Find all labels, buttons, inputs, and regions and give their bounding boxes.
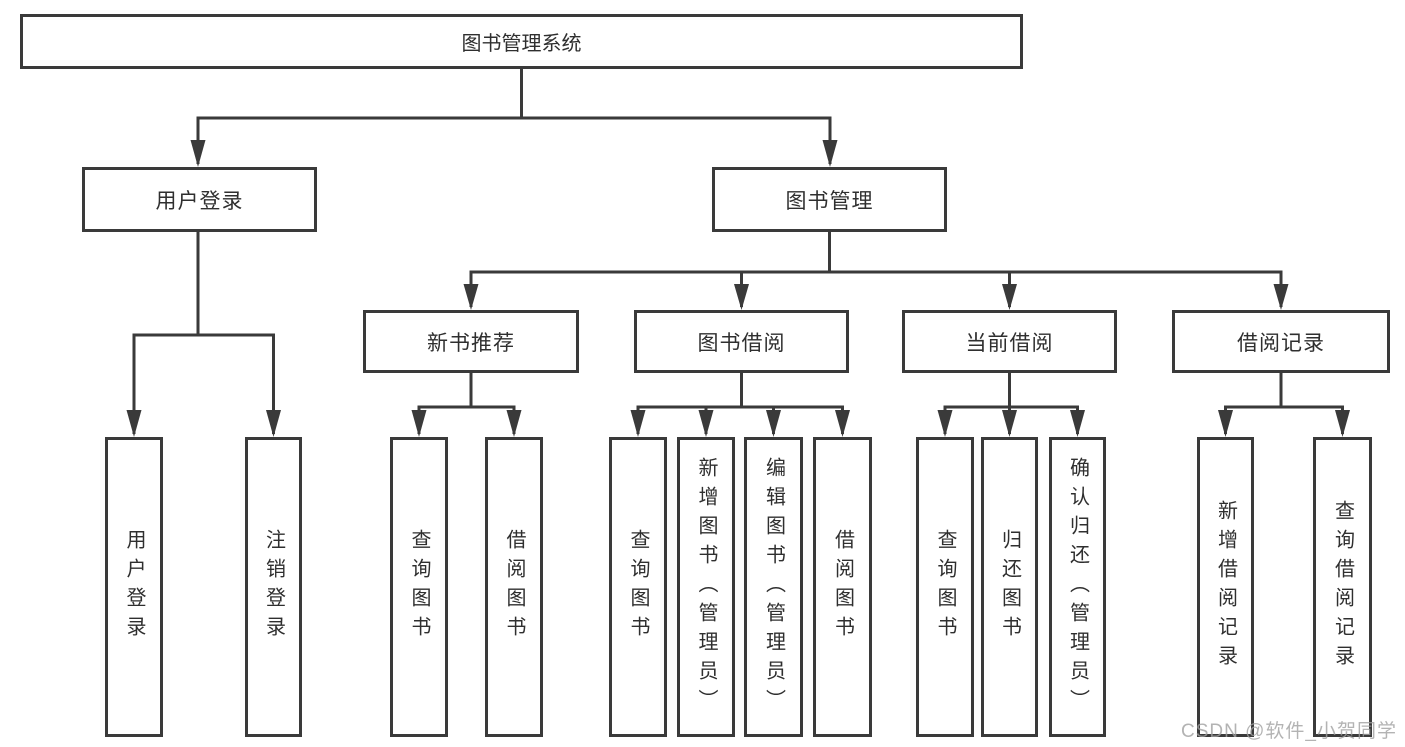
leaf-label: 查询图书	[627, 529, 649, 645]
node-user-login: 用户登录	[82, 167, 317, 232]
leaf-logout: 注销登录	[245, 437, 302, 737]
node-label: 图书管理系统	[461, 33, 582, 55]
node-library-management-system: 图书管理系统	[20, 14, 1023, 69]
node-label: 图书借阅	[697, 331, 786, 355]
node-label: 借阅记录	[1237, 331, 1325, 355]
leaf-label: 借阅图书	[831, 529, 854, 645]
leaf-label: 新增图书（管理员）	[695, 456, 717, 718]
node-label: 图书管理	[785, 189, 874, 213]
node-borrow-records: 借阅记录	[1172, 310, 1390, 373]
leaf-return-books: 归还图书	[981, 437, 1038, 737]
node-current-borrow: 当前借阅	[902, 310, 1117, 373]
node-label: 用户登录	[155, 189, 244, 213]
node-book-management: 图书管理	[712, 167, 947, 232]
leaf-query-books-borrow: 查询图书	[609, 437, 667, 737]
leaf-user-login: 用户登录	[105, 437, 163, 737]
leaf-query-books-current: 查询图书	[916, 437, 974, 737]
leaf-borrow-books: 借阅图书	[813, 437, 872, 737]
leaf-label: 归还图书	[998, 529, 1021, 645]
node-label: 新书推荐	[427, 331, 515, 355]
leaf-label: 用户登录	[123, 529, 145, 645]
leaf-add-books-admin: 新增图书（管理员）	[677, 437, 735, 737]
leaf-label: 查询图书	[934, 529, 956, 645]
leaf-label: 注销登录	[262, 529, 285, 645]
leaf-label: 新增借阅记录	[1214, 500, 1237, 674]
leaf-label: 查询借阅记录	[1331, 500, 1354, 674]
leaf-label: 借阅图书	[503, 529, 525, 645]
leaf-label: 查询图书	[408, 529, 430, 645]
leaf-borrow-books-recommend: 借阅图书	[485, 437, 543, 737]
leaf-label: 编辑图书（管理员）	[762, 456, 785, 718]
node-label: 当前借阅	[965, 331, 1054, 355]
leaf-label: 确认归还（管理员）	[1066, 456, 1089, 718]
leaf-query-borrow-record: 查询借阅记录	[1313, 437, 1372, 737]
node-book-borrow: 图书借阅	[634, 310, 849, 373]
leaf-confirm-return-admin: 确认归还（管理员）	[1049, 437, 1106, 737]
leaf-add-borrow-record: 新增借阅记录	[1197, 437, 1254, 737]
leaf-edit-books-admin: 编辑图书（管理员）	[744, 437, 803, 737]
leaf-query-books-recommend: 查询图书	[390, 437, 448, 737]
node-new-book-recommend: 新书推荐	[363, 310, 579, 373]
